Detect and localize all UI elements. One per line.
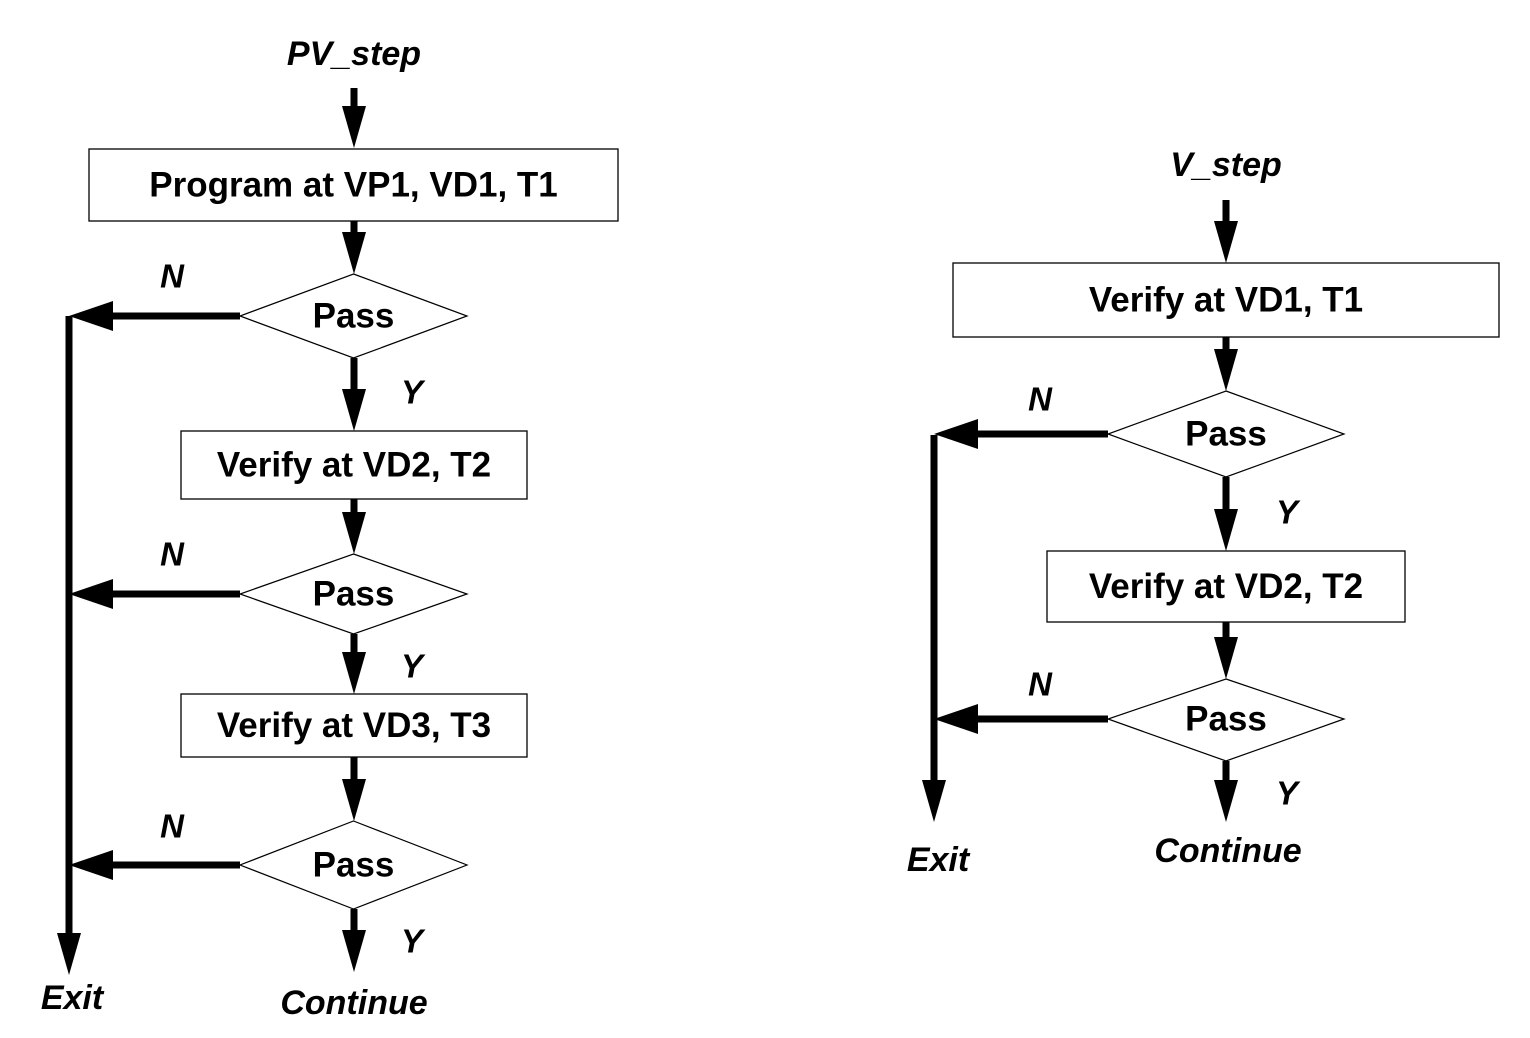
exit-label: Exit bbox=[907, 841, 971, 879]
yes-arrow bbox=[1214, 477, 1238, 551]
entry-arrow bbox=[342, 88, 366, 148]
process-box bbox=[1046, 550, 1406, 623]
exit-label: Exit bbox=[41, 979, 105, 1017]
flow-step: Verify at VD2, T2 Pass N Y bbox=[934, 550, 1406, 822]
flow-arrow bbox=[1214, 622, 1238, 679]
process-label: Program at VP1, VD1, T1 bbox=[149, 166, 557, 205]
no-branch-arrow bbox=[934, 704, 1108, 734]
arrow-head-down bbox=[342, 779, 366, 821]
decision-label: Pass bbox=[1185, 700, 1267, 739]
process-label: Verify at VD2, T2 bbox=[1089, 567, 1363, 606]
entry-arrow bbox=[1214, 200, 1238, 263]
no-label: N bbox=[160, 258, 185, 295]
entry-label: V_step bbox=[1170, 146, 1282, 184]
no-branch-arrow bbox=[69, 301, 240, 331]
arrow-head-down bbox=[342, 512, 366, 554]
flow-step: Verify at VD3, T3 Pass N Y bbox=[69, 693, 528, 972]
arrow-head-down bbox=[1214, 221, 1238, 263]
decision-label: Pass bbox=[313, 297, 395, 336]
no-branch-arrow bbox=[69, 579, 240, 609]
yes-arrow bbox=[342, 634, 366, 694]
flow-arrow bbox=[1214, 337, 1238, 391]
continue-arrow bbox=[1214, 761, 1238, 822]
no-label: N bbox=[160, 808, 185, 845]
flow-step: Program at VP1, VD1, T1 Pass N Y bbox=[69, 148, 619, 431]
arrow-head-left bbox=[934, 704, 978, 734]
yes-label: Y bbox=[1276, 775, 1301, 812]
continue-label: Continue bbox=[1154, 832, 1301, 870]
decision-label: Pass bbox=[1185, 415, 1267, 454]
arrow-head-left bbox=[69, 301, 113, 331]
no-branch-arrow bbox=[69, 850, 240, 880]
no-branch-arrow bbox=[934, 419, 1108, 449]
continue-arrow bbox=[342, 909, 366, 972]
arrow-head-down bbox=[1214, 637, 1238, 679]
flow-arrow bbox=[342, 757, 366, 821]
yes-label: Y bbox=[401, 648, 426, 685]
entry-label: PV_step bbox=[287, 35, 421, 73]
no-label: N bbox=[1028, 666, 1053, 703]
arrow-head-down bbox=[342, 106, 366, 148]
arrow-head-down bbox=[342, 930, 366, 972]
process-label: Verify at VD3, T3 bbox=[217, 706, 491, 745]
flow-step: Verify at VD2, T2 Pass N Y bbox=[69, 430, 528, 694]
decision-label: Pass bbox=[313, 575, 395, 614]
exit-rail-arrow bbox=[57, 316, 81, 975]
arrow-head-down bbox=[342, 652, 366, 694]
arrow-head-down bbox=[342, 232, 366, 274]
flow-arrow bbox=[342, 499, 366, 554]
process-label: Verify at VD2, T2 bbox=[217, 446, 491, 485]
arrow-head-left bbox=[69, 579, 113, 609]
arrow-head-down bbox=[1214, 780, 1238, 822]
arrow-head-down bbox=[1214, 349, 1238, 391]
flow-step: Verify at VD1, T1 Pass N Y bbox=[934, 262, 1500, 551]
arrow-head-left bbox=[69, 850, 113, 880]
flow-arrow bbox=[342, 221, 366, 274]
decision-label: Pass bbox=[313, 846, 395, 885]
yes-label: Y bbox=[401, 923, 426, 960]
arrow-head-left bbox=[934, 419, 978, 449]
process-label: Verify at VD1, T1 bbox=[1089, 281, 1363, 320]
yes-label: Y bbox=[1276, 494, 1301, 531]
yes-label: Y bbox=[401, 374, 426, 411]
arrow-head-down bbox=[922, 780, 946, 822]
process-box bbox=[952, 262, 1500, 338]
process-box bbox=[180, 430, 528, 500]
process-box bbox=[180, 693, 528, 758]
no-label: N bbox=[1028, 381, 1053, 418]
continue-label: Continue bbox=[280, 984, 427, 1022]
arrow-head-down bbox=[57, 933, 81, 975]
arrow-head-down bbox=[342, 389, 366, 431]
arrow-head-down bbox=[1214, 509, 1238, 551]
exit-rail-arrow bbox=[922, 435, 946, 822]
yes-arrow bbox=[342, 358, 366, 431]
no-label: N bbox=[160, 536, 185, 573]
